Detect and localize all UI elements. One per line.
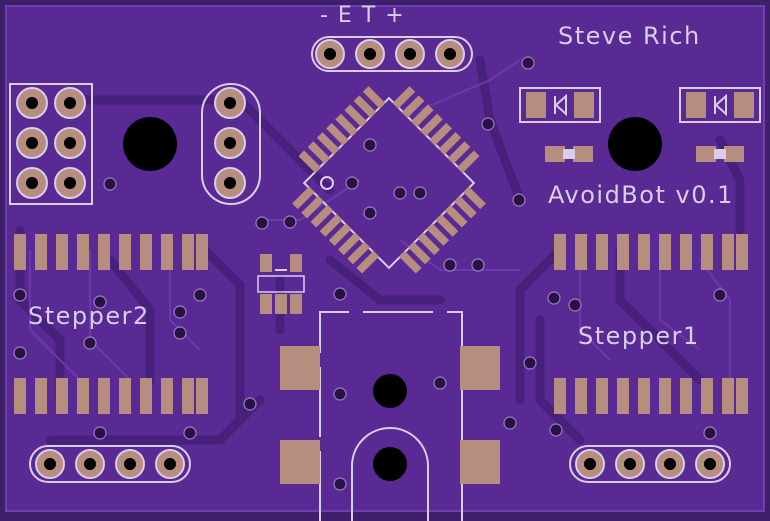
header-pin-labels: - E T + — [320, 3, 405, 28]
sensor-footprint — [280, 311, 500, 521]
three-pin-connector — [201, 83, 261, 205]
isp-header — [9, 83, 93, 205]
mounting-hole-right — [608, 117, 662, 171]
stepper2-connector — [29, 445, 191, 483]
stepper1-label: Stepper1 — [578, 322, 700, 350]
led-d1 — [519, 87, 601, 123]
resistor-r1 — [545, 146, 593, 162]
pin1-marker — [320, 176, 334, 190]
stepper1-pads-top — [554, 234, 748, 270]
vias — [13, 56, 727, 491]
stepper1-pads-bottom — [554, 378, 748, 414]
stepper1-connector — [569, 445, 731, 483]
copper-pour — [5, 5, 765, 512]
mounting-hole-left — [123, 117, 177, 171]
stepper2-pads-top — [14, 234, 208, 270]
stepper2-pads-bottom — [14, 378, 208, 414]
stepper2-label: Stepper2 — [28, 302, 150, 330]
board-title: AvoidBot v0.1 — [548, 181, 734, 209]
power-header — [311, 36, 473, 72]
author-label: Steve Rich — [558, 22, 701, 50]
thin-traces — [29, 59, 731, 381]
led-d2 — [679, 87, 761, 123]
small-ic — [257, 254, 305, 314]
microcontroller-qfp — [292, 86, 486, 274]
resistor-r2 — [696, 146, 744, 162]
